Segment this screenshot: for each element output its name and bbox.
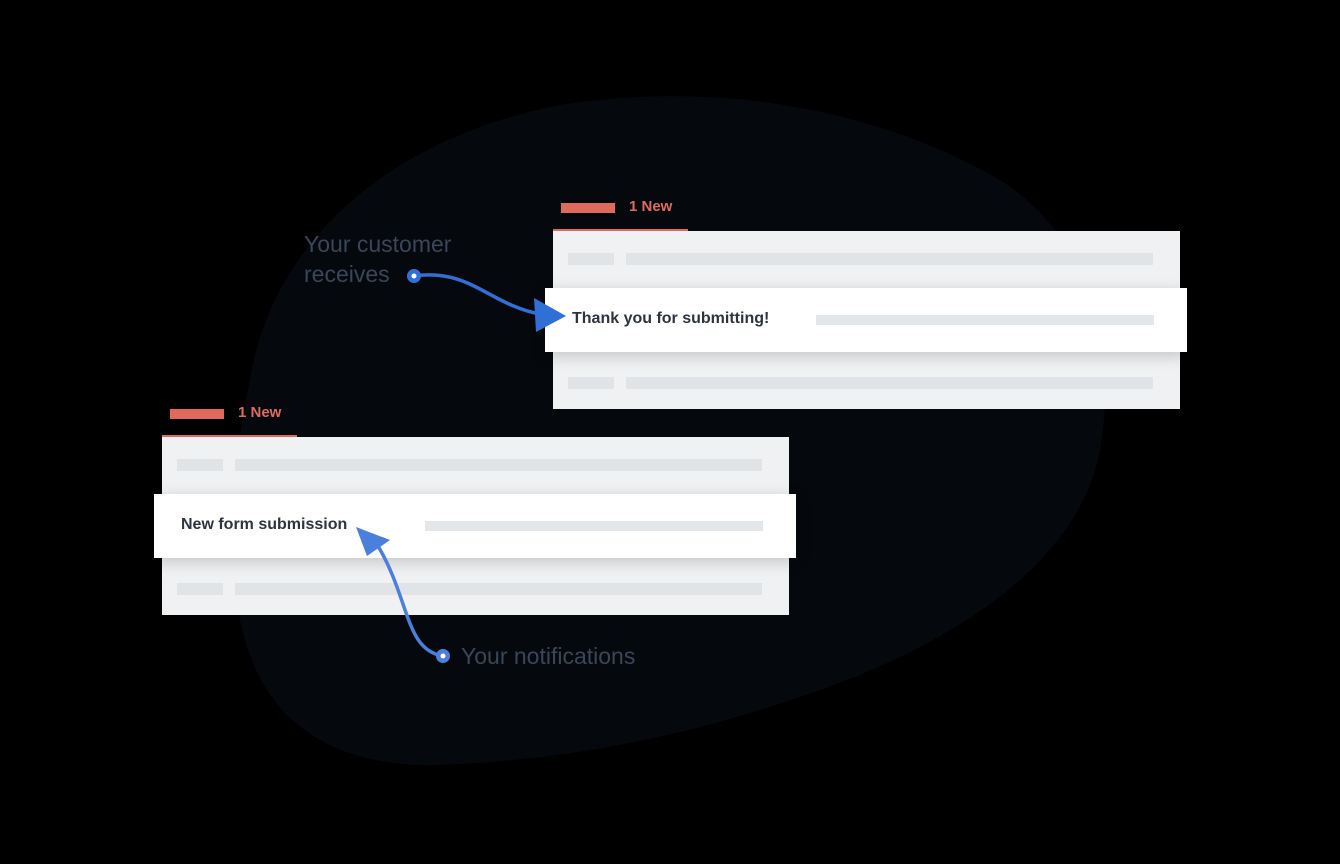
message-card-new-submission[interactable]: New form submission	[154, 494, 796, 558]
placeholder-row	[553, 253, 1180, 265]
placeholder-row	[162, 459, 789, 471]
message-card-thank-you[interactable]: Thank you for submitting!	[545, 288, 1187, 352]
customer-inbox-panel: 1 New Thank you for submitting!	[545, 193, 1187, 409]
customer-annotation-line2: receives	[304, 261, 390, 287]
message-subject: Thank you for submitting!	[572, 310, 770, 327]
placeholder-bar	[816, 315, 1154, 325]
inbox-tab-new[interactable]: 1 New	[553, 193, 688, 231]
tab-label: 1 New	[238, 404, 282, 421]
placeholder-bar	[177, 459, 223, 471]
tab-indicator	[170, 409, 224, 419]
customer-annotation-line1: Your customer	[304, 231, 452, 257]
message-list: Thank you for submitting!	[545, 231, 1187, 409]
placeholder-row	[162, 583, 789, 595]
notifications-annotation: Your notifications	[461, 643, 636, 669]
customer-annotation: Your customer receives	[304, 229, 451, 289]
placeholder-bar	[235, 459, 762, 471]
message-list: New form submission	[154, 437, 796, 615]
owner-inbox-panel: 1 New New form submission	[154, 399, 796, 615]
placeholder-bar	[235, 583, 762, 595]
placeholder-bar	[626, 253, 1153, 265]
placeholder-bar	[626, 377, 1153, 389]
inbox-tab-new[interactable]: 1 New	[162, 399, 297, 437]
placeholder-bar	[425, 521, 763, 531]
placeholder-bar	[568, 377, 614, 389]
tab-indicator	[561, 203, 615, 213]
placeholder-bar	[177, 583, 223, 595]
placeholder-row	[553, 377, 1180, 389]
message-subject: New form submission	[181, 516, 348, 533]
tab-label: 1 New	[629, 198, 673, 215]
placeholder-bar	[568, 253, 614, 265]
